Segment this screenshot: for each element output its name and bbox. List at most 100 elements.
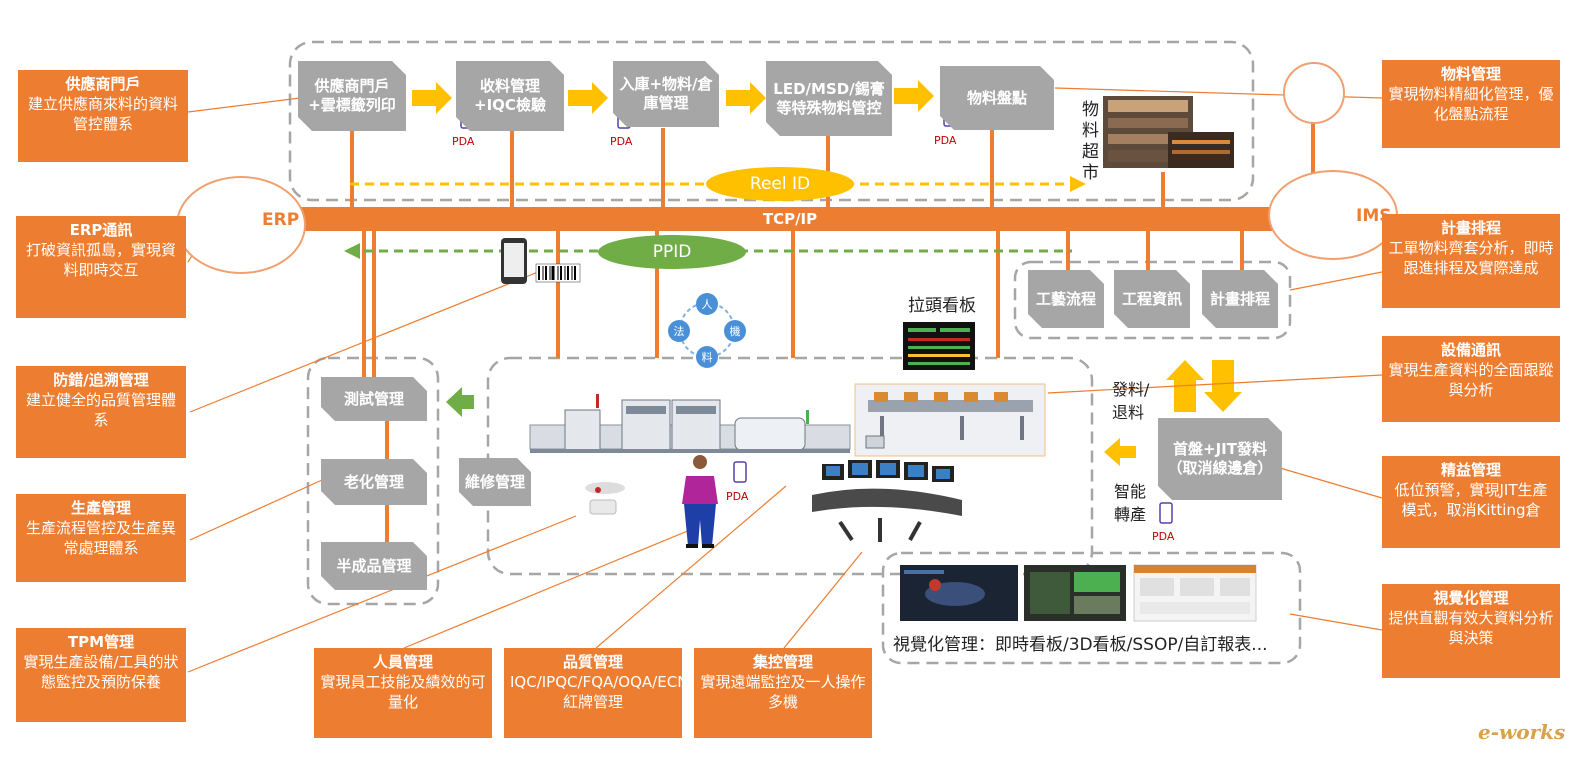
flow-box-supplier[interactable]: 供應商門戶+雲標籤列印	[298, 61, 406, 131]
ims-group-frame	[1013, 260, 1292, 340]
module-material[interactable]: 物料管理 實現物料精細化管理，優化盤點流程	[1382, 60, 1560, 148]
smart-transfer-label: 智能轉產	[1114, 482, 1147, 524]
control-center-image	[812, 460, 962, 542]
module-plan-desc: 工單物料齊套分析，即時跟進排程及實際達成	[1388, 239, 1554, 277]
pda-icon-5	[1159, 502, 1173, 524]
test-mgmt-box[interactable]: 測試管理	[321, 377, 427, 421]
flow-arrow-3	[726, 82, 766, 114]
ims-box-process[interactable]: 工藝流程	[1028, 270, 1104, 328]
module-erp-desc: 打破資訊孤島，實現資料即時交互	[25, 241, 176, 279]
ren-machine-node: 機	[724, 320, 746, 342]
module-equip[interactable]: 設備通訊 實現生產資料的全面跟蹤與分析	[1382, 336, 1560, 422]
module-quality[interactable]: 品質管理 IQC/IPQC/FQA/OQA/ECN/紅牌管理	[504, 648, 694, 738]
erp-label: ERP	[262, 210, 300, 230]
module-plan-title: 計畫排程	[1440, 219, 1501, 237]
callout-central	[783, 551, 863, 649]
module-viz-title: 視覺化管理	[1433, 589, 1509, 607]
ren-material-node: 料	[696, 346, 718, 368]
callout-viz	[1289, 613, 1383, 631]
pda-label-3: PDA	[934, 134, 957, 147]
module-trace-desc: 建立健全的品質管理體系	[25, 391, 176, 429]
flow-box-special[interactable]: LED/MSD/錫膏等特殊物料管控	[766, 61, 892, 136]
module-viz-desc: 提供直觀有效大資料分析與決策	[1388, 609, 1554, 647]
semi-mgmt-box[interactable]: 半成品管理	[321, 542, 427, 590]
module-central-desc: 實現遠端監控及一人操作多機	[700, 673, 866, 711]
ims-circle	[1268, 170, 1398, 260]
repair-tools-image	[585, 482, 625, 515]
green-left-arrow	[446, 387, 474, 417]
pda-label-5: PDA	[1152, 530, 1175, 543]
module-erp[interactable]: ERP通訊 打破資訊孤島，實現資料即時交互	[16, 216, 186, 318]
module-lean-title: 精益管理	[1440, 461, 1501, 479]
router-circle	[1283, 62, 1345, 124]
module-tpm[interactable]: TPM管理 實現生產設備/工具的狀態監控及預防保養	[16, 628, 186, 722]
module-quality-title: 品質管理	[562, 653, 623, 671]
viz-screenshot-1	[900, 565, 1018, 621]
pda-label-4: PDA	[726, 490, 749, 503]
supermarket-label: 物料超市	[1082, 100, 1099, 183]
repair-mgmt-box[interactable]: 維修管理	[459, 458, 531, 506]
reel-id-arrowhead	[1070, 176, 1086, 192]
pda-label-1: PDA	[452, 135, 475, 148]
ims-box-plan[interactable]: 計畫排程	[1202, 270, 1278, 328]
module-equip-desc: 實現生產資料的全面跟蹤與分析	[1388, 361, 1554, 399]
flow-arrow-1	[412, 82, 452, 114]
viz-screenshot-2	[1024, 565, 1126, 621]
module-tpm-title: TPM管理	[67, 633, 135, 651]
module-supplier[interactable]: 供應商門戶 建立供應商來料的資料管控體系	[18, 70, 188, 162]
module-trace-title: 防錯/追溯管理	[53, 371, 149, 389]
ren-method-node: 法	[668, 320, 690, 342]
module-lean[interactable]: 精益管理 低位預警，實現JIT生產模式，取消Kitting倉	[1382, 456, 1560, 548]
eworks-watermark: e-works	[1478, 720, 1566, 744]
flow-box-receive[interactable]: 收料管理+IQC檢驗	[456, 61, 564, 131]
module-prod-desc: 生產流程管控及生產異常處理體系	[25, 519, 176, 557]
callout-quality	[595, 485, 787, 649]
ren-person-node: 人	[696, 293, 718, 315]
kanban-label: 拉頭看板	[908, 296, 976, 316]
tcp-ip-bus: TCP/IP	[290, 207, 1290, 231]
aging-mgmt-box[interactable]: 老化管理	[321, 459, 427, 505]
module-central[interactable]: 集控管理 實現遠端監控及一人操作多機	[694, 648, 872, 738]
module-supplier-title: 供應商門戶	[65, 75, 141, 93]
erp-server-spot	[196, 196, 248, 246]
module-people-title: 人員管理	[372, 653, 433, 671]
feeder-station-image	[854, 383, 1046, 457]
module-supplier-desc: 建立供應商來料的資料管控體系	[27, 95, 178, 133]
kanban-screen	[903, 322, 975, 370]
callout-supplier	[187, 97, 301, 113]
ims-box-eng[interactable]: 工程資訊	[1114, 270, 1190, 328]
module-viz[interactable]: 視覺化管理 提供直觀有效大資料分析與決策	[1382, 584, 1560, 678]
flow-arrow-4	[894, 80, 934, 112]
callout-trace	[189, 267, 549, 413]
module-erp-title: ERP通訊	[69, 221, 133, 239]
viz-group-frame	[881, 551, 1302, 665]
erp-circle	[176, 176, 306, 274]
module-material-desc: 實現物料精細化管理，優化盤點流程	[1388, 85, 1554, 123]
module-people[interactable]: 人員管理 實現員工技能及績效的可量化	[314, 648, 492, 738]
operator-person	[682, 455, 718, 548]
return-arrow-down	[1204, 360, 1242, 412]
module-prod-title: 生產管理	[70, 499, 131, 517]
module-material-title: 物料管理	[1440, 65, 1501, 83]
module-people-desc: 實現員工技能及績效的可量化	[320, 673, 486, 711]
module-prod[interactable]: 生產管理 生產流程管控及生產異常處理體系	[16, 494, 186, 582]
module-equip-title: 設備通訊	[1440, 341, 1501, 359]
flow-box-storage[interactable]: 入庫+物料/倉庫管理	[613, 61, 719, 127]
viz-caption: 視覺化管理：即時看板/3D看板/SSOP/自訂報表...	[893, 635, 1268, 655]
module-tpm-desc: 實現生產設備/工具的狀態監控及預防保養	[23, 653, 179, 691]
flow-arrow-2	[568, 82, 608, 114]
callout-prod	[189, 479, 323, 541]
transfer-arrow-left	[1104, 438, 1136, 466]
module-trace[interactable]: 防錯/追溯管理 建立健全的品質管理體系	[16, 366, 186, 458]
module-plan[interactable]: 計畫排程 工單物料齊套分析，即時跟進排程及實際達成	[1382, 214, 1560, 308]
callout-equip	[1047, 374, 1383, 394]
flow-box-inventory[interactable]: 物料盤點	[940, 66, 1054, 130]
reel-id-pill: Reel ID	[706, 167, 854, 201]
module-central-title: 集控管理	[752, 653, 813, 671]
module-lean-desc: 低位預警，實現JIT生產模式，取消Kitting倉	[1394, 481, 1548, 519]
jit-issue-box[interactable]: 首盤+JIT發料（取消線邊倉）	[1158, 418, 1282, 500]
issue-return-label: 發料/退料	[1112, 380, 1150, 422]
module-quality-desc: IQC/IPQC/FQA/OQA/ECN/紅牌管理	[510, 673, 694, 711]
